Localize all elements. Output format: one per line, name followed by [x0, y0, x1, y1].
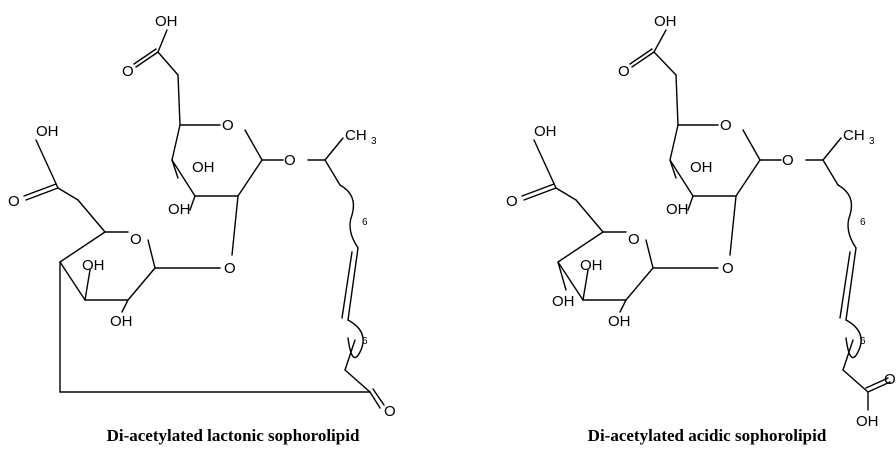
oh-label: OH: [666, 201, 689, 218]
oh-label: OH: [690, 159, 713, 176]
subscript-6: 6: [362, 217, 368, 228]
oh-label: OH: [168, 201, 191, 218]
ether-o-label: O: [284, 152, 296, 169]
ring-o-label: O: [130, 231, 142, 248]
acid-oh-label: OH: [856, 413, 879, 430]
bridge-o-label: O: [722, 260, 734, 277]
subscript-3: 3: [371, 136, 377, 147]
oh-label: OH: [110, 313, 133, 330]
subscript-6: 6: [860, 336, 866, 347]
carbonyl-o-label: O: [884, 371, 896, 388]
o-label: O: [122, 63, 134, 80]
o-label: O: [506, 193, 518, 210]
ether-o-label: O: [782, 152, 794, 169]
o-label: O: [618, 63, 630, 80]
ring-o-label: O: [222, 117, 234, 134]
oh-label: OH: [192, 159, 215, 176]
oh-label: OH: [155, 13, 178, 30]
subscript-6: 6: [362, 336, 368, 347]
lactonic-caption: Di-acetylated lactonic sophorolipid: [106, 426, 360, 445]
subscript-6: 6: [860, 217, 866, 228]
methyl-label: CH: [843, 127, 865, 144]
oh-label: OH: [82, 257, 105, 274]
acidic-caption: Di-acetylated acidic sophorolipid: [587, 426, 827, 445]
oh-label: OH: [36, 123, 59, 140]
oh-label: OH: [552, 293, 575, 310]
ring-o-label: O: [628, 231, 640, 248]
bridge-o-label: O: [224, 260, 236, 277]
acidic-sophorolipid-structure: OH O O OH OH O CH 3 6 6 O O OH OH OH O O…: [506, 13, 896, 430]
oh-label: OH: [608, 313, 631, 330]
o-label: O: [8, 193, 20, 210]
ring-o-label: O: [720, 117, 732, 134]
oh-label: OH: [580, 257, 603, 274]
methyl-label: CH: [345, 127, 367, 144]
carbonyl-o-label: O: [384, 403, 396, 420]
lactonic-sophorolipid-structure: OH O O OH OH O CH 3 6 6 O O OH OH O OH O: [8, 13, 396, 420]
oh-label: OH: [654, 13, 677, 30]
subscript-3: 3: [869, 136, 875, 147]
oh-label: OH: [534, 123, 557, 140]
